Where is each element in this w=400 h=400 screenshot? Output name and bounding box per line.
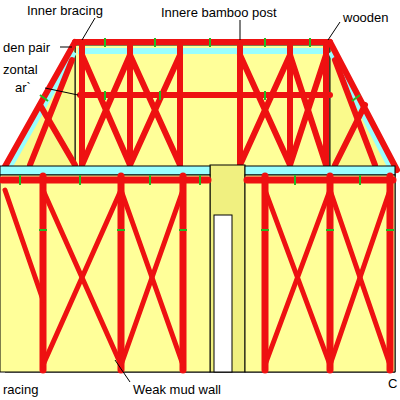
part-label: racing xyxy=(2,382,39,397)
part-label: C xyxy=(387,376,398,391)
part-label: ar` xyxy=(14,80,32,95)
part-label: wooden xyxy=(342,10,390,25)
part-label: Innere bamboo post xyxy=(160,5,278,20)
part-label: den pair xyxy=(2,40,51,55)
part-label: Inner bracing xyxy=(26,3,104,18)
part-label: zontal xyxy=(2,62,39,77)
part-label: Weak mud wall xyxy=(132,382,222,397)
